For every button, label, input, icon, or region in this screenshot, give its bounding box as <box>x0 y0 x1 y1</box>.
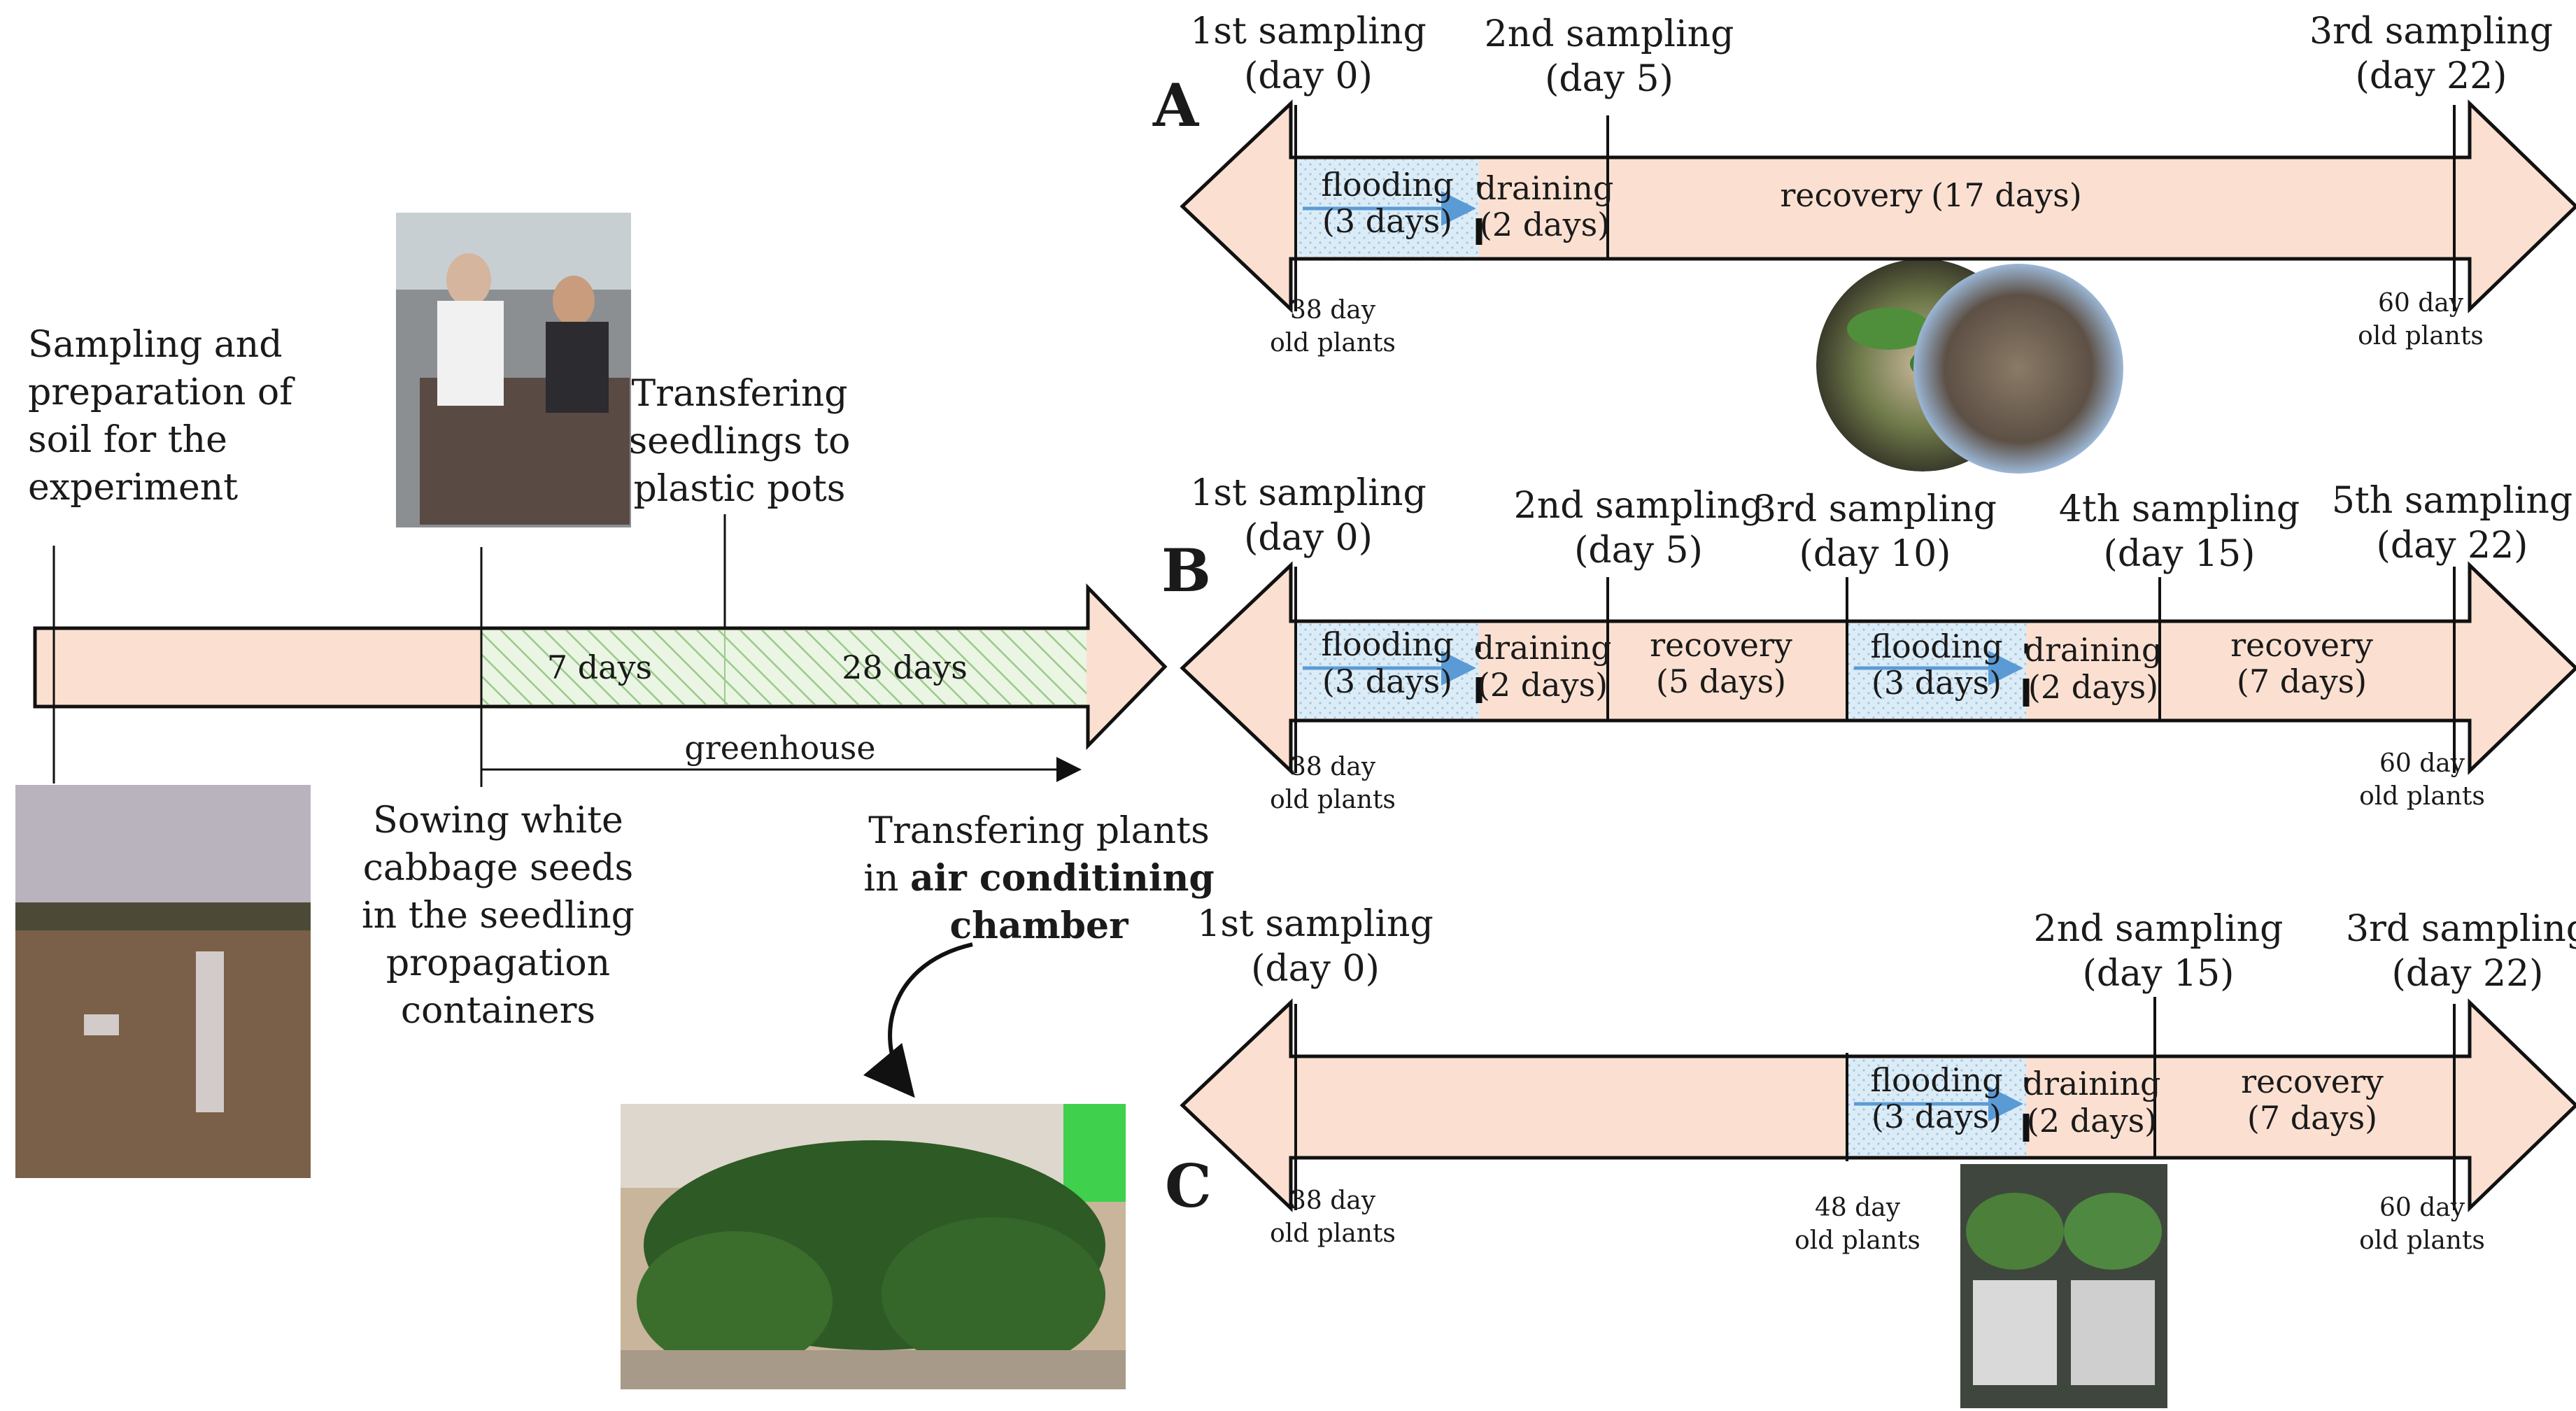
panel-b-draining2: draining <box>2025 631 2163 669</box>
rootball-photo <box>1913 264 2123 474</box>
panel-c-start-line1: 38 day <box>1290 1186 1376 1215</box>
panel-b-recovery2: recovery <box>2230 626 2373 664</box>
panel-b-flooding: flooding <box>1321 625 1453 663</box>
panel-c-s1-line1: 1st sampling <box>1197 903 1434 945</box>
panel-a-flooding: flooding <box>1321 166 1453 204</box>
panel-b-s2-line2: (day 5) <box>1574 530 1703 572</box>
panel-c-draining-days: (2 days) <box>2027 1102 2157 1140</box>
panel-a-end-line2: old plants <box>2358 322 2484 350</box>
greenhouse-label: greenhouse <box>684 729 875 767</box>
panel-a-letter: A <box>1152 71 1200 140</box>
panel-a-s2-line2: (day 5) <box>1545 58 1673 100</box>
sampling-label-line1: Sampling and <box>28 324 283 366</box>
panel-a-recovery-days: (17 days) <box>1931 176 2082 214</box>
greenhouse-photo <box>396 213 631 527</box>
seedling-period-hatch <box>481 630 1087 704</box>
panel-b-s5-line2: (day 22) <box>2377 525 2528 567</box>
panel-c-s3-line2: (day 22) <box>2392 953 2544 995</box>
panel-c-recovery-days: (7 days) <box>2247 1099 2377 1137</box>
panel-b-start-line2: old plants <box>1270 786 1396 814</box>
chamber-photo <box>621 1104 1126 1389</box>
sampling-label-line4: experiment <box>28 467 238 509</box>
panel-b-draining: draining <box>1474 629 1612 667</box>
panel-b-end-line1: 60 day <box>2379 749 2465 778</box>
segment-7days-label: 7 days <box>547 648 652 686</box>
panel-c-end-line1: 60 day <box>2379 1193 2465 1222</box>
curved-arrow-icon <box>863 942 973 1098</box>
sowing-line4: propagation <box>386 942 610 984</box>
panel-b-flooding-days: (3 days) <box>1322 662 1452 700</box>
transfer-seedlings-line1: Transfering <box>631 373 847 415</box>
preparation-timeline: 7 days 28 days greenhouse Sampling and p… <box>28 324 1215 1098</box>
panel-b-recovery2-days: (7 days) <box>2237 662 2367 700</box>
panel-c-flooding: flooding <box>1870 1061 2002 1099</box>
panel-c-mid-line2: old plants <box>1795 1226 1920 1255</box>
transfer-plants-line3: chamber <box>949 905 1128 947</box>
panel-a-recovery: recovery(17 days) <box>1780 176 2081 214</box>
panel-c-start-line2: old plants <box>1270 1219 1396 1248</box>
panel-a-flooding-days: (3 days) <box>1322 202 1452 240</box>
panel-a-s2-line1: 2nd sampling <box>1485 13 1734 55</box>
panel-a-draining: draining <box>1476 169 1614 207</box>
panel-a: A 1st sampling (day 0) 2nd sampling (day… <box>1152 10 2576 357</box>
panel-a-arrow <box>1180 99 2576 313</box>
panel-b: B 1st sampling (day 0) 2nd sampling (day… <box>1161 472 2576 814</box>
panel-b-s2-line1: 2nd sampling <box>1514 485 1764 527</box>
panel-a-s1-line1: 1st sampling <box>1190 10 1427 52</box>
panel-a-start-line1: 38 day <box>1290 296 1376 325</box>
panel-b-s1-line2: (day 0) <box>1244 517 1373 559</box>
panel-a-start-line2: old plants <box>1270 329 1396 357</box>
panel-c: C 1st sampling (day 0) 2nd sampling (day… <box>1165 903 2576 1255</box>
panel-b-draining2-days: (2 days) <box>2028 668 2158 706</box>
sowing-line2: cabbage seeds <box>363 847 634 889</box>
panel-c-draining: draining <box>2023 1065 2161 1102</box>
panel-b-s1-line1: 1st sampling <box>1190 472 1427 514</box>
panel-a-s3-line1: 3rd sampling <box>2309 10 2553 52</box>
panel-c-end-line2: old plants <box>2359 1226 2485 1255</box>
sampling-label-line3: soil for the <box>28 419 227 461</box>
transfer-plants-chamber-type: air conditining <box>910 857 1215 900</box>
panel-b-s4-line2: (day 15) <box>2104 533 2256 575</box>
panel-b-flooding2-days: (3 days) <box>1871 664 2002 702</box>
panel-b-recovery1-days: (5 days) <box>1656 662 1786 700</box>
panel-c-s2-line2: (day 15) <box>2083 953 2235 995</box>
sowing-line1: Sowing white <box>373 800 623 842</box>
sampling-label-line2: preparation of <box>28 371 295 413</box>
transfer-seedlings-line2: seedlings to <box>629 420 851 462</box>
transfer-seedlings-line3: plastic pots <box>634 468 846 510</box>
flooded-pots-photo <box>1960 1164 2167 1408</box>
panel-b-flooding2: flooding <box>1870 627 2002 665</box>
panel-a-end-line1: 60 day <box>2378 289 2464 318</box>
segment-28days-label: 28 days <box>842 648 968 686</box>
panel-c-letter: C <box>1165 1151 1212 1221</box>
transfer-plants-in: in <box>863 858 910 900</box>
panel-b-letter: B <box>1161 536 1211 605</box>
panel-c-recovery: recovery <box>2241 1063 2384 1100</box>
panel-b-s3-line2: (day 10) <box>1799 533 1951 575</box>
sowing-line5: containers <box>401 990 595 1032</box>
panel-b-end-line2: old plants <box>2359 782 2485 811</box>
panel-a-s3-line2: (day 22) <box>2356 55 2507 97</box>
sowing-line3: in the seedling <box>362 895 635 937</box>
panel-a-recovery-label: recovery <box>1780 176 1923 214</box>
panel-b-start-line1: 38 day <box>1290 753 1376 781</box>
panel-c-s3-line1: 3rd sampling <box>2346 908 2576 950</box>
panel-c-s1-line2: (day 0) <box>1251 948 1380 990</box>
panel-b-draining-days: (2 days) <box>1478 666 1608 704</box>
panel-c-flooding-days: (3 days) <box>1871 1098 2002 1135</box>
field-photo <box>15 785 311 1178</box>
panel-b-s3-line1: 3rd sampling <box>1753 488 1997 530</box>
panel-b-recovery1: recovery <box>1650 626 1792 664</box>
panel-b-s5-line1: 5th sampling <box>2332 480 2573 522</box>
transfer-plants-line1: Transfering plants <box>868 810 1210 852</box>
transfer-plants-line2: in air conditining <box>863 857 1214 900</box>
panel-a-s1-line2: (day 0) <box>1244 55 1373 97</box>
panel-a-draining-days: (2 days) <box>1480 206 1610 243</box>
panel-c-s2-line1: 2nd sampling <box>2034 908 2284 950</box>
panel-c-mid-line1: 48 day <box>1815 1193 1901 1222</box>
panel-b-s4-line1: 4th sampling <box>2059 488 2300 530</box>
